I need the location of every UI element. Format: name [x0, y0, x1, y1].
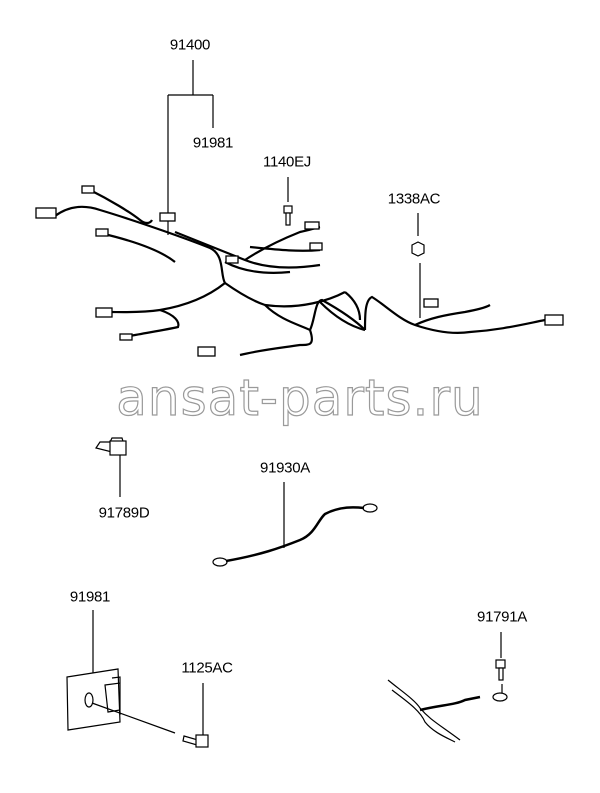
nut-1338AC-icon: [411, 241, 425, 257]
ground-cable-91930A-icon: [212, 503, 378, 567]
part-label-91789D: 91789D: [98, 504, 150, 522]
part-label-1140EJ: 1140EJ: [263, 153, 311, 171]
body-ground-cable-icon: [387, 679, 508, 743]
harness-connectors: [35, 185, 564, 357]
part-label-1338AC: 1338AC: [387, 190, 441, 208]
part-label-1125AC: 1125AC: [181, 659, 233, 677]
part-label-91791A: 91791A: [477, 608, 527, 626]
part-label-91930A: 91930A: [260, 459, 310, 477]
watermark: ansat-parts.ru: [116, 368, 484, 427]
bolt-1125AC-icon: [182, 734, 209, 748]
wiring-harness-91400: [54, 189, 546, 357]
part-label-91400: 91400: [169, 36, 211, 54]
connector-91789D-icon: [95, 437, 127, 456]
part-label-91981-bottom: 91981: [69, 588, 111, 606]
clip-plate-91981-icon: [66, 668, 176, 734]
ground-bolt-91791A-icon: [495, 659, 506, 681]
bolt-1140EJ-icon: [283, 205, 293, 226]
part-label-91981-top: 91981: [192, 134, 234, 152]
